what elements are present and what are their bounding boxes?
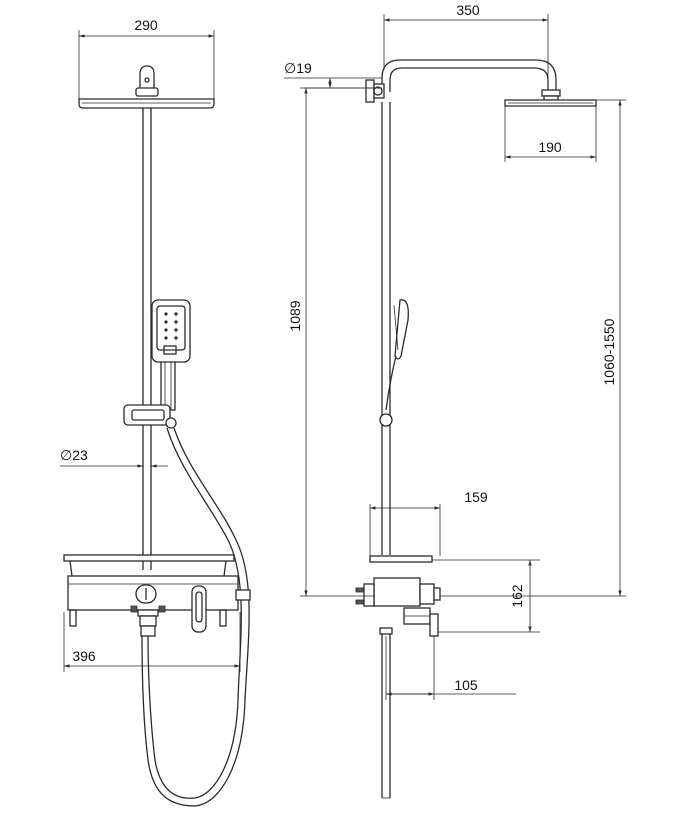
dim-162: 162 xyxy=(432,559,540,633)
hand-shower-front xyxy=(151,299,191,411)
shower-head-front xyxy=(78,65,215,109)
dim-350: 350 xyxy=(383,2,549,92)
dim-159-label: 159 xyxy=(464,489,488,505)
dim-290: 290 xyxy=(78,17,215,100)
side-riser-pipe xyxy=(381,102,391,555)
front-view: 290 xyxy=(60,17,251,807)
dim-1060-1550: 1060-1550 xyxy=(440,99,626,597)
dim-d19-label: ∅19 xyxy=(284,60,312,76)
mixer-side xyxy=(355,555,441,799)
dim-350-label: 350 xyxy=(456,2,480,18)
mixer-front xyxy=(63,554,251,637)
shower-arm xyxy=(381,59,561,101)
hand-shower-side xyxy=(379,299,409,427)
dim-396-label: 396 xyxy=(72,648,96,664)
dim-d23: ∅23 xyxy=(60,447,168,468)
shower-head-side xyxy=(504,99,597,107)
dim-290-label: 290 xyxy=(134,17,158,33)
dim-1089: 1089 xyxy=(287,87,380,597)
dim-190-label: 190 xyxy=(538,139,562,155)
dim-1060-1550-label: 1060-1550 xyxy=(601,318,617,385)
dim-105-label: 105 xyxy=(454,677,478,693)
dim-d23-label: ∅23 xyxy=(60,447,88,463)
dim-162-label: 162 xyxy=(509,584,525,608)
side-view: 350 ∅19 xyxy=(284,2,626,799)
slider-bracket-front xyxy=(123,404,177,429)
dim-159: 159 xyxy=(369,489,488,556)
hose-front xyxy=(141,427,250,807)
dim-396: 396 xyxy=(63,612,241,672)
dim-190: 190 xyxy=(504,106,597,162)
wall-bracket xyxy=(365,79,385,103)
dim-105: 105 xyxy=(385,636,516,700)
dim-1089-label: 1089 xyxy=(287,300,303,331)
front-riser-pipe xyxy=(142,108,152,570)
